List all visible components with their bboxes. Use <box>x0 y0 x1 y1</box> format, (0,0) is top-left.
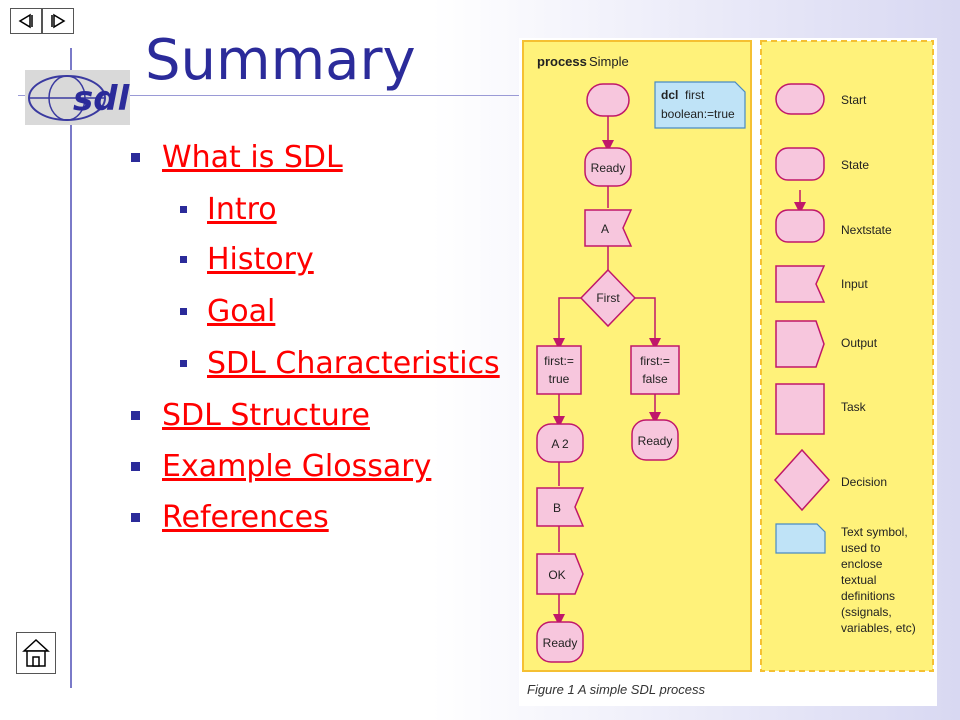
legend-nextstate-symbol <box>775 209 825 243</box>
list-item: History <box>180 242 314 277</box>
arrow-right-icon <box>51 13 66 29</box>
nextstate-ready-right-label: Ready <box>638 434 673 448</box>
legend-output-label: Output <box>841 336 878 350</box>
legend-task-label: Task <box>841 400 867 414</box>
list-item: What is SDL <box>131 140 343 175</box>
task-false-l1: first:= <box>640 354 670 368</box>
arrow-left-icon <box>18 13 33 29</box>
list-item: References <box>131 500 329 535</box>
previous-slide-button[interactable] <box>10 8 42 34</box>
task-false-l2: false <box>642 372 668 386</box>
list-item: Example Glossary <box>131 449 431 484</box>
bullet-icon <box>131 153 140 162</box>
slide-title: Summary <box>145 28 416 93</box>
bullet-icon <box>180 256 187 263</box>
link-sdl-characteristics[interactable]: SDL Characteristics <box>207 346 500 381</box>
list-item: SDL Structure <box>131 398 370 433</box>
figure-caption: Figure 1 A simple SDL process <box>527 682 705 697</box>
legend-input-symbol <box>775 265 826 303</box>
legend-task-symbol <box>775 383 825 435</box>
nextstate-ready-bottom-label: Ready <box>543 636 578 650</box>
legend-text-symbol <box>775 523 826 554</box>
home-button[interactable] <box>16 632 56 674</box>
link-example-glossary[interactable]: Example Glossary <box>162 449 432 484</box>
process-keyword: process <box>537 54 587 69</box>
task-false <box>630 345 680 395</box>
decision-first-label: First <box>596 291 620 305</box>
bullet-icon <box>131 411 140 420</box>
dcl-text-symbol <box>654 81 746 129</box>
link-history[interactable]: History <box>207 242 314 277</box>
input-b-label: B <box>553 501 561 515</box>
legend-decision-symbol <box>773 448 831 512</box>
link-goal[interactable]: Goal <box>207 294 276 329</box>
legend-text-symbol-l1: Text symbol, <box>841 525 908 539</box>
legend-state-label: State <box>841 158 869 172</box>
input-a-label: A <box>601 222 609 236</box>
link-references[interactable]: References <box>162 500 329 535</box>
next-slide-button[interactable] <box>42 8 74 34</box>
legend-text-symbol-l6: (ssignals, <box>841 605 892 619</box>
input-b-symbol <box>536 487 585 527</box>
list-item: Goal <box>180 294 275 329</box>
bullet-icon <box>131 462 140 471</box>
bullet-icon <box>180 308 187 315</box>
legend-start-symbol <box>775 83 825 115</box>
bullet-icon <box>180 206 187 213</box>
legend-decision-label: Decision <box>841 475 887 489</box>
legend-nextstate-label: Nextstate <box>841 223 892 237</box>
sdl-logo: sdl <box>25 70 130 125</box>
dcl-type: boolean:=true <box>661 107 735 121</box>
dcl-keyword: dcl <box>661 88 678 102</box>
task-true-l1: first:= <box>544 354 574 368</box>
link-what-is-sdl[interactable]: What is SDL <box>162 140 343 175</box>
state-ready-label: Ready <box>591 161 626 175</box>
logo-text: sdl <box>73 79 130 119</box>
task-true-l2: true <box>549 372 570 386</box>
legend-output-symbol <box>775 320 825 368</box>
legend-text-symbol-l3: enclose <box>841 557 883 571</box>
dcl-var: first <box>685 88 705 102</box>
input-a-symbol <box>584 209 633 247</box>
nextstate-ready-bottom <box>536 621 584 663</box>
task-true <box>536 345 582 395</box>
output-ok-label: OK <box>548 568 565 582</box>
legend-state-symbol <box>775 147 825 181</box>
sdl-process-figure: process Simple dcl first boolean:=true R… <box>519 38 937 706</box>
list-item: Intro <box>180 192 277 227</box>
legend-text-symbol-l5: definitions <box>841 589 895 603</box>
legend-start-label: Start <box>841 93 867 107</box>
legend-input-label: Input <box>841 277 868 291</box>
state-a2 <box>536 423 584 463</box>
legend-text-symbol-l4: textual <box>841 573 876 587</box>
home-icon <box>22 638 50 667</box>
start-symbol <box>586 83 630 117</box>
decision-first <box>579 268 637 328</box>
bullet-icon <box>131 513 140 522</box>
legend-text-symbol-l2: used to <box>841 541 881 555</box>
link-intro[interactable]: Intro <box>207 192 277 227</box>
link-sdl-structure[interactable]: SDL Structure <box>162 398 370 433</box>
decorative-horizontal-rule <box>18 95 523 96</box>
nextstate-ready-right <box>631 419 679 461</box>
list-item: SDL Characteristics <box>180 346 500 381</box>
decorative-vertical-rule <box>70 48 72 688</box>
state-a2-label: A 2 <box>551 437 569 451</box>
process-name: Simple <box>589 54 629 69</box>
output-ok-symbol <box>536 553 584 595</box>
bullet-icon <box>180 360 187 367</box>
legend-text-symbol-l7: variables, etc) <box>841 621 916 635</box>
